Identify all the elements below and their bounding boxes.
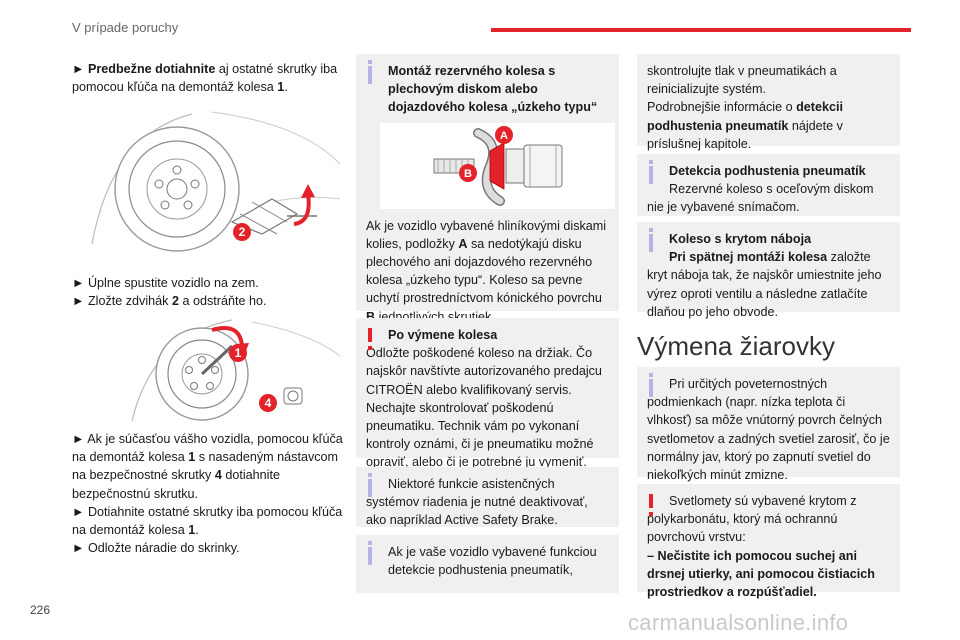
header-accent-bar — [491, 28, 911, 32]
info-icon — [368, 473, 372, 497]
section-title-bulb-replacement: Výmena žiarovky — [637, 331, 835, 361]
info-box-tyre-detection: Ak je vaše vozidlo vybavené funkciou det… — [356, 535, 619, 593]
info-box-driver-assist: Niektoré funkcie asistenčných systémov r… — [356, 467, 619, 527]
figure-bolt-washer: A B — [380, 122, 615, 209]
info-icon — [368, 541, 372, 565]
info-box-spare-wheel: Montáž rezervného kolesa s plechovým dis… — [356, 54, 619, 324]
callout-a: A — [500, 130, 508, 142]
section-header-title: V prípade poruchy — [72, 20, 179, 35]
paragraph-pretighten: ► Predbežne dotiahnite aj ostatné skrutk… — [72, 62, 338, 95]
info-box-condensation: Pri určitých poveternostných podmienkach… — [637, 367, 900, 482]
paragraph-lower-vehicle: ► Úplne spustite vozidlo na zem. ► Zložt… — [72, 276, 267, 309]
callout-b: B — [464, 168, 472, 180]
paragraph-security-bolt: ► Ak je súčasťou vášho vozidla, pomocou … — [72, 432, 343, 556]
warning-box-after-wheel-change: Po výmene kolesa Odložte poškodené koles… — [356, 318, 619, 469]
callout-2: 2 — [239, 225, 246, 239]
figure-wrench-illustration: 1 4 — [131, 319, 341, 422]
warning-icon — [368, 328, 372, 350]
info-icon — [649, 160, 653, 184]
page-number: 226 — [30, 603, 51, 617]
info-box-hub-cap: Koleso s krytom náboja Pri spätnej montá… — [637, 222, 900, 319]
warning-box-headlamp-cleaning: Svetlomety sú vybavené krytom z polykarb… — [637, 484, 900, 599]
figure-jack-illustration: 2 — [91, 111, 341, 252]
column-1: ► Predbežne dotiahnite aj ostatné skrutk… — [72, 60, 342, 96]
warning-icon — [649, 494, 653, 516]
callout-4: 4 — [265, 396, 272, 410]
info-icon — [649, 228, 653, 252]
callout-1: 1 — [235, 346, 242, 360]
info-box-tyre-pressure-continued: skontrolujte tlak v pneumatikách a reini… — [637, 54, 900, 151]
info-box-underinflation: Detekcia podhustenia pneumatík Rezervné … — [637, 154, 900, 216]
info-icon — [368, 60, 372, 84]
info-icon — [649, 373, 653, 397]
watermark: carmanualsonline.info — [628, 610, 849, 635]
